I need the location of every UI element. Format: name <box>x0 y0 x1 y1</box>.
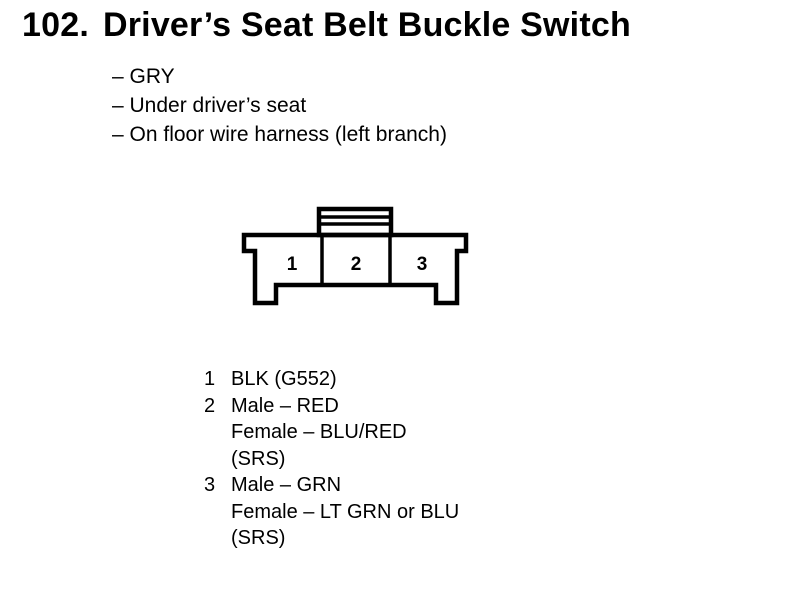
pin-wire: BLK (G552) <box>231 368 337 390</box>
pin-number: 2 <box>204 394 216 417</box>
title-text: Driver’s Seat Belt Buckle Switch <box>102 6 631 44</box>
pin-number: 1 <box>204 368 216 390</box>
cavity-1-label: 1 <box>287 254 298 275</box>
pin-wire-female: Female – LT GRN or BLU <box>231 500 460 523</box>
cavity-2-label: 2 <box>351 254 362 275</box>
pin-row-2: 2 Male – RED Female – BLU/RED (SRS) <box>204 393 459 473</box>
connector-diagram: 1 2 3 <box>241 206 469 306</box>
pin-row-1: 1 BLK (G552) <box>204 366 459 393</box>
connector-info: – GRY – Under driver’s seat – On floor w… <box>112 62 447 149</box>
title-number: 102. <box>22 6 89 44</box>
pin-row-3: 3 Male – GRN Female – LT GRN or BLU (SRS… <box>204 472 459 552</box>
connector-latch <box>316 206 394 238</box>
pin-description: Male – GRN Female – LT GRN or BLU (SRS) <box>231 472 459 552</box>
connector-body <box>241 232 469 306</box>
pin-wire-male: Male – RED <box>231 394 339 417</box>
page-title: 102. Driver’s Seat Belt Buckle Switch <box>22 6 631 45</box>
pin-wire-male: Male – GRN <box>231 474 342 496</box>
pin-system: (SRS) <box>231 527 286 549</box>
pin-system: (SRS) <box>231 447 286 470</box>
connector-location: – Under driver’s seat <box>112 94 307 117</box>
pin-description: Male – RED Female – BLU/RED (SRS) <box>231 393 407 473</box>
pin-number: 3 <box>204 474 216 496</box>
connector-color: – GRY <box>112 65 175 88</box>
connector-harness: – On floor wire harness (left branch) <box>112 123 447 146</box>
pin-wire-female: Female – BLU/RED <box>231 421 407 443</box>
pin-legend: 1 BLK (G552) 2 Male – RED Female – BLU/R… <box>204 366 459 552</box>
pin-description: BLK (G552) <box>231 366 337 393</box>
cavity-3-label: 3 <box>417 254 428 275</box>
